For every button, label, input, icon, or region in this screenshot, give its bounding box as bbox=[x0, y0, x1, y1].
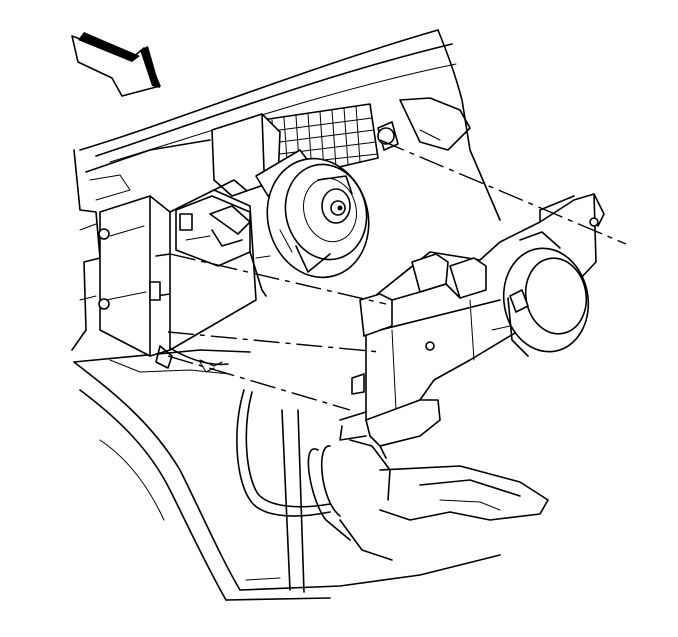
blower-case-removed bbox=[339, 193, 605, 459]
vehicle-body-outline bbox=[71, 29, 549, 601]
direction-arrow-icon bbox=[71, 32, 161, 97]
fastener-detail bbox=[155, 345, 229, 373]
alignment-lines bbox=[167, 139, 627, 411]
heater-case-installed bbox=[98, 189, 257, 357]
blower-motor-installed bbox=[211, 113, 399, 279]
mounting-bracket bbox=[175, 179, 271, 297]
